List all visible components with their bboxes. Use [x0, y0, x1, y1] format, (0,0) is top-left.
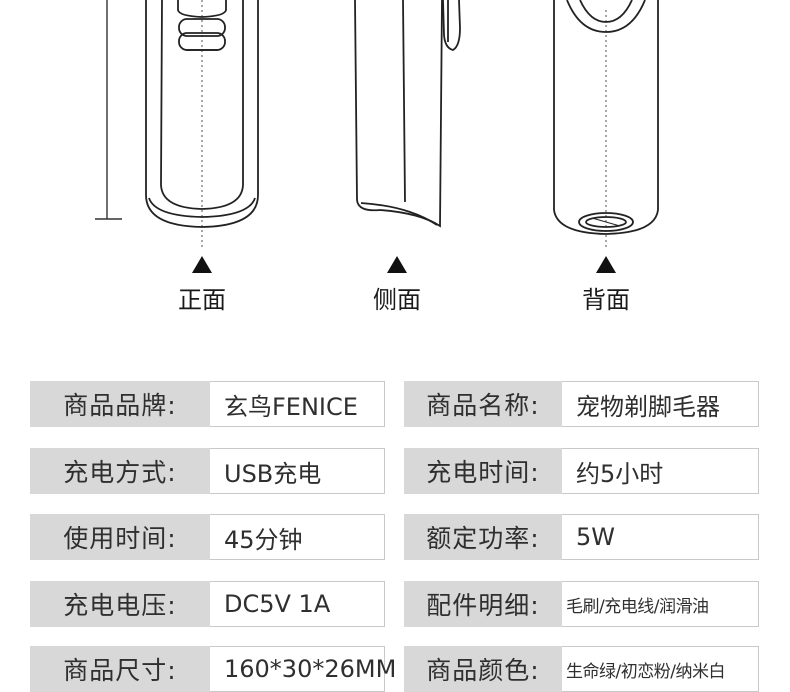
front-view-drawing: [145, 0, 259, 250]
spec-value-charging-method: USB充电: [210, 448, 385, 494]
spec-value-usage-time: 45分钟: [210, 514, 385, 560]
spec-value-charging-time: 约5小时: [562, 448, 759, 494]
back-view-drawing: [553, 0, 659, 250]
spec-value-accessories: 毛刷/充电线/润滑油: [562, 581, 759, 627]
spec-row-voltage: 充电电压: DC5V 1A 配件明细: 毛刷/充电线/润滑油: [0, 581, 790, 627]
view-label-front: 正面: [178, 286, 226, 314]
spec-label-size: 商品尺寸:: [30, 646, 210, 692]
product-views-illustration: [95, 0, 659, 273]
side-view-drawing: [354, 0, 461, 228]
height-dimension-line: [95, 0, 122, 220]
spec-label-product-name: 商品名称:: [404, 381, 562, 427]
spec-value-size: 160*30*26MM: [210, 646, 396, 692]
spec-value-color: 生命绿/初恋粉/纳米白: [562, 646, 759, 692]
spec-label-usage-time: 使用时间:: [30, 514, 210, 560]
spec-label-accessories: 配件明细:: [404, 581, 562, 627]
spec-label-brand: 商品品牌:: [30, 381, 210, 427]
spec-row-usage: 使用时间: 45分钟 额定功率: 5W: [0, 514, 790, 560]
spec-row-brand: 商品品牌: 玄鸟FENICE 商品名称: 宠物剃脚毛器: [0, 381, 790, 427]
spec-label-color: 商品颜色:: [404, 646, 562, 692]
spec-label-rated-power: 额定功率:: [404, 514, 562, 560]
side-view-marker-icon: [387, 256, 407, 273]
spec-row-charging: 充电方式: USB充电 充电时间: 约5小时: [0, 448, 790, 494]
back-view-marker-icon: [596, 256, 616, 273]
spec-label-charging-method: 充电方式:: [30, 448, 210, 494]
view-label-back: 背面: [582, 286, 630, 314]
spec-label-charging-time: 充电时间:: [404, 448, 562, 494]
spec-row-size: 商品尺寸: 160*30*26MM 商品颜色: 生命绿/初恋粉/纳米白: [0, 646, 790, 692]
front-view-marker-icon: [192, 256, 212, 273]
spec-value-charging-voltage: DC5V 1A: [210, 581, 385, 627]
spec-label-charging-voltage: 充电电压:: [30, 581, 210, 627]
view-label-side: 侧面: [373, 286, 421, 314]
spec-value-product-name: 宠物剃脚毛器: [562, 381, 759, 427]
spec-value-rated-power: 5W: [562, 514, 759, 560]
spec-value-brand: 玄鸟FENICE: [210, 381, 385, 427]
